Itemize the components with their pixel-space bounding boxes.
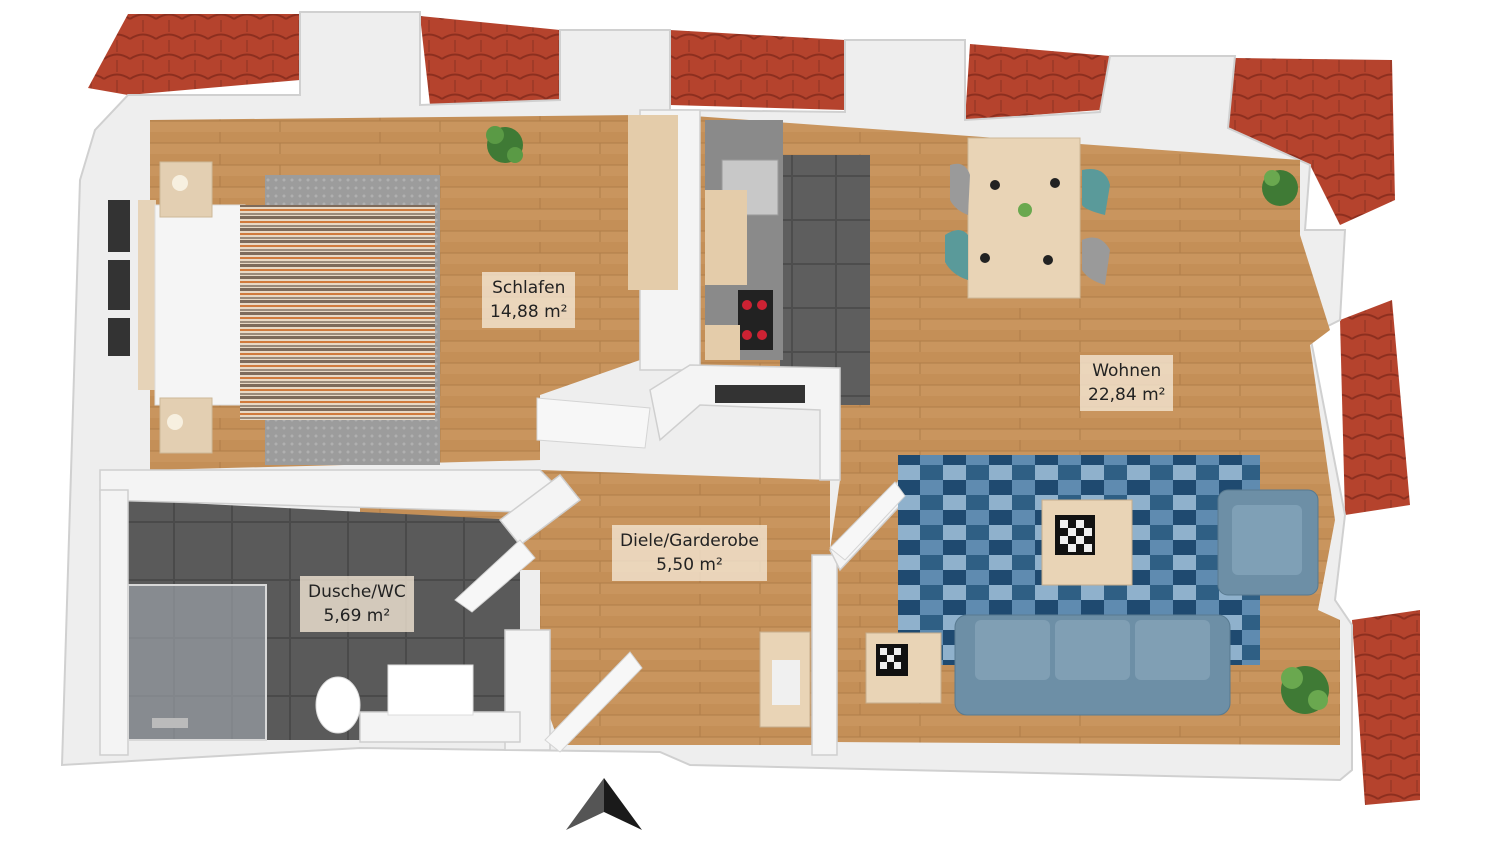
bed-icon [240,205,435,420]
doors [454,397,906,753]
room-name: Wohnen [1092,361,1162,381]
room-area: 22,84 m² [1088,385,1166,405]
north-arrow-icon [566,778,642,830]
room-label-schlafen: Schlafen 14,88 m² [482,272,576,328]
room-area: 5,69 m² [323,606,391,626]
roof [88,14,1420,805]
plant-icon [1281,666,1329,714]
bedroom-furniture [108,126,523,465]
room-label-dusche-wc: Dusche/WC 5,69 m² [300,576,414,632]
room-name: Schlafen [492,278,566,298]
dining-area [945,137,1110,299]
sofa-icon [954,614,1231,716]
plant-icon [486,126,523,163]
room-name: Dusche/WC [308,582,406,602]
room-name: Diele/Garderobe [620,531,759,551]
plant-icon [1262,170,1298,206]
room-area: 14,88 m² [490,302,568,322]
room-label-diele-garderobe: Diele/Garderobe 5,50 m² [612,525,767,581]
living-room [759,170,1329,728]
room-label-wohnen: Wohnen 22,84 m² [1080,355,1174,411]
room-area: 5,50 m² [656,555,723,575]
kitchen [628,115,805,403]
bathroom [127,584,474,741]
